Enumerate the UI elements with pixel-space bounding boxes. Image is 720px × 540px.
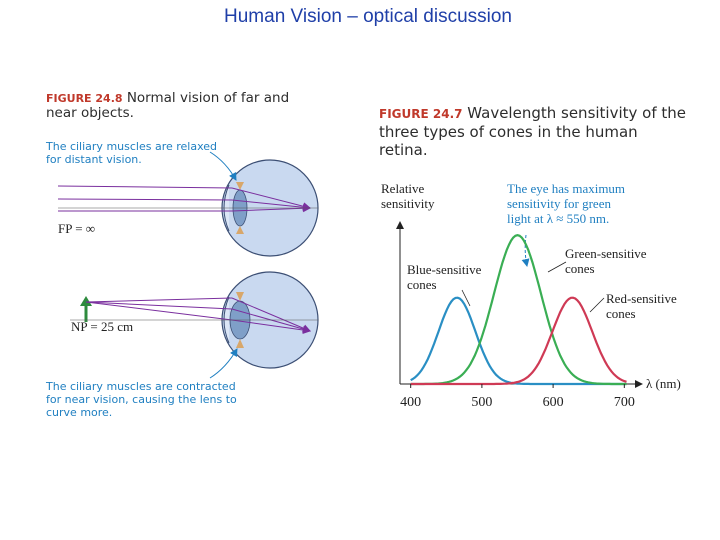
ray-near-2 — [85, 301, 233, 310]
red-cones-label-line2: cones — [606, 306, 636, 321]
fig248-caption-text1: Normal vision of far and — [126, 90, 290, 106]
fp-label: FP = ∞ — [58, 221, 96, 236]
x-tick-label: 500 — [471, 395, 492, 410]
relaxed-note-line1: The ciliary muscles are relaxed — [46, 140, 218, 153]
blue-label-leader — [461, 289, 471, 307]
red-cones-label: Red-sensitive cones — [606, 291, 677, 321]
far-vision-eye — [57, 151, 319, 257]
x-tick-label: 700 — [614, 395, 635, 410]
green-label-leader — [547, 261, 567, 273]
x-axis-label: λ (nm) — [646, 376, 681, 391]
blue-cones-label-line1: Blue-sensitive — [407, 262, 482, 277]
ray-near-1 — [85, 297, 233, 303]
series-line-green — [410, 234, 627, 386]
series-line-red — [410, 296, 627, 386]
ylabel: Relative sensitivity — [381, 181, 434, 211]
ray-far-refracted-2 — [231, 199, 311, 212]
ray-far-refracted-3 — [231, 204, 311, 213]
relaxed-note-line2: for distant vision. — [46, 153, 142, 166]
ciliary-muscle-top-lower — [236, 226, 244, 234]
fig248-caption-line1: FIGURE 24.8 Normal vision of far and — [46, 91, 289, 106]
ray-far-2 — [57, 198, 233, 201]
contracted-note: The ciliary muscles are contracted for n… — [46, 380, 237, 419]
max-note-line2: sensitivity for green — [507, 196, 611, 211]
x-ticks-group: 400 500 600 700 — [400, 384, 635, 410]
relaxed-note: The ciliary muscles are relaxed for dist… — [46, 140, 217, 166]
ciliary-muscle-bottom-lower — [236, 339, 244, 348]
ray-far-refracted-1 — [231, 187, 311, 211]
green-cones-label: Green-sensitive cones — [565, 246, 647, 276]
blue-cones-label: Blue-sensitive cones — [407, 262, 481, 292]
fig247-caption-line2: three types of cones in the human — [379, 123, 638, 141]
fig247-caption-line1: FIGURE 24.7 Wavelength sensitivity of th… — [379, 104, 686, 123]
ray-far-1 — [57, 185, 233, 189]
fig247-caption-line3: retina. — [379, 141, 428, 159]
x-tick-label: 600 — [543, 395, 564, 410]
near-vision-eye — [70, 271, 319, 379]
contracted-pointer-arrow — [209, 348, 238, 379]
np-label: NP = 25 cm — [71, 319, 134, 334]
slide-title: Human Vision – optical discussion — [224, 6, 512, 27]
relaxed-pointer-arrow — [209, 151, 237, 181]
series-line-blue — [410, 296, 627, 386]
max-note-line3: light at λ ≈ 550 nm. — [507, 211, 610, 226]
green-cones-label-line2: cones — [565, 261, 595, 276]
blue-cones-label-line2: cones — [407, 277, 437, 292]
ciliary-muscle-top-upper — [236, 182, 244, 190]
ciliary-muscle-bottom-upper — [236, 292, 244, 301]
ray-near-refracted-1 — [231, 297, 311, 332]
ray-near-refracted-3 — [231, 319, 311, 334]
x-tick-label: 400 — [400, 395, 421, 410]
fig248-caption-line2: near objects. — [46, 105, 134, 121]
contracted-note-line2: for near vision, causing the lens to — [46, 393, 237, 406]
ray-near-3 — [85, 301, 233, 321]
fig247-label: FIGURE 24.7 — [379, 107, 463, 121]
red-cones-label-line1: Red-sensitive — [606, 291, 677, 306]
contracted-note-line3: curve more. — [46, 406, 113, 419]
max-sensitivity-pointer — [521, 234, 530, 267]
green-cones-label-line1: Green-sensitive — [565, 246, 647, 261]
fig247-caption-text1: Wavelength sensitivity of the — [467, 104, 687, 122]
red-label-leader — [589, 297, 605, 313]
fig247-caption: FIGURE 24.7 Wavelength sensitivity of th… — [379, 104, 686, 159]
near-object-arrow-icon — [80, 296, 92, 306]
max-note-line1: The eye has maximum — [507, 181, 626, 196]
fig248-label: FIGURE 24.8 — [46, 92, 123, 105]
max-sensitivity-note: The eye has maximum sensitivity for gree… — [507, 181, 625, 226]
cone-series-group — [410, 234, 627, 386]
contracted-note-line1: The ciliary muscles are contracted — [46, 380, 236, 393]
ylabel-line1: Relative — [381, 181, 425, 196]
fig248-caption: FIGURE 24.8 Normal vision of far and nea… — [46, 91, 289, 121]
ylabel-line2: sensitivity — [381, 196, 435, 211]
